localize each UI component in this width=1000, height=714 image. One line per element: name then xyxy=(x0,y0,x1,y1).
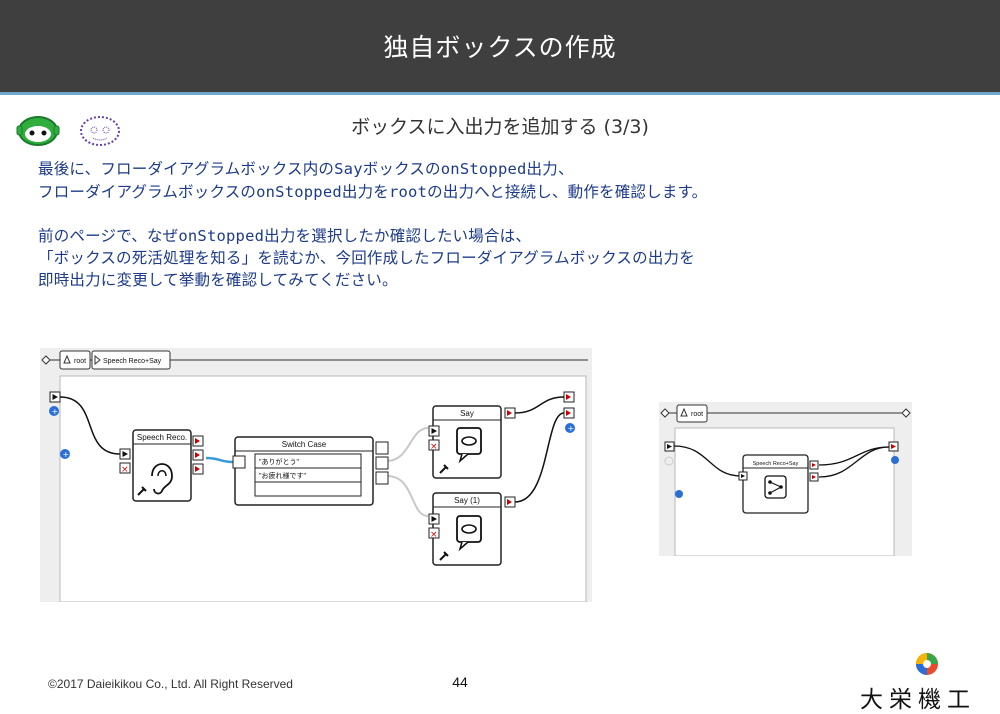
case-label: "お疲れ様です" xyxy=(259,471,306,480)
speech-bubble-icon xyxy=(456,515,482,543)
breadcrumb-speech-reco-say[interactable] xyxy=(91,350,171,370)
node-title: Say (1) xyxy=(454,496,480,505)
speech-reco-say-node[interactable]: Speech Reco+Say xyxy=(738,454,819,514)
breadcrumb-root[interactable] xyxy=(59,350,91,370)
title-bar xyxy=(0,0,1000,95)
slide-subtitle: ボックスに入出力を追加する (3/3) xyxy=(351,116,649,138)
case-item[interactable] xyxy=(254,481,362,497)
add-input-icon[interactable] xyxy=(675,490,683,498)
add-output-icon[interactable] xyxy=(565,423,575,433)
say-node[interactable]: Say × xyxy=(428,405,516,479)
node-title: Speech Reco. xyxy=(137,433,187,442)
svg-text:+: + xyxy=(52,407,59,416)
breadcrumb-label: Speech Reco+Say xyxy=(103,358,162,365)
breadcrumb-label: root xyxy=(691,411,703,418)
svg-text:×: × xyxy=(430,530,438,540)
svg-text:+: + xyxy=(63,450,70,459)
switch-case-node[interactable]: Switch Case "ありがとう" "お疲れ様です" xyxy=(232,436,389,506)
robot-icons xyxy=(16,116,120,146)
right-flow-diagram[interactable]: root Speech Reco+Say xyxy=(659,402,912,556)
green-robot-icon xyxy=(16,116,60,146)
footer-copyright: ©2017 Daieikikou Co., Ltd. All Right Res… xyxy=(48,677,293,691)
svg-text:×: × xyxy=(430,442,438,452)
speech-reco-node[interactable]: Speech Reco. × xyxy=(119,429,204,502)
case-label: "ありがとう" xyxy=(259,457,299,466)
dotted-robot-icon xyxy=(80,116,120,146)
speech-bubble-icon xyxy=(456,427,482,455)
body-line: 即時出力に変更して挙動を確認してみてください。 xyxy=(38,271,398,289)
add-input-icon[interactable] xyxy=(49,406,59,416)
wrench-icon xyxy=(439,464,449,474)
node-title: Speech Reco+Say xyxy=(753,461,799,467)
body-line: 前のページで、なぜonStopped出力を選択したか確認したい場合は、 xyxy=(38,227,532,245)
flow-diagram-icon xyxy=(764,475,787,499)
add-input-icon[interactable] xyxy=(664,456,674,466)
body-line: 「ボックスの死活処理を知る」を読むか、今回作成したフローダイアグラムボックスの出… xyxy=(38,249,695,267)
slide-title: 独自ボックスの作成 xyxy=(383,33,617,62)
home-icon xyxy=(63,354,71,364)
svg-text:+: + xyxy=(568,424,575,433)
company-logo-icon xyxy=(916,653,938,675)
wrench-icon xyxy=(439,551,449,561)
left-flow-diagram[interactable]: root Speech Reco+Say + + + Speech Reco. … xyxy=(40,348,592,602)
node-title: Switch Case xyxy=(282,440,327,449)
svg-text:×: × xyxy=(121,465,129,475)
node-title: Say xyxy=(460,409,474,418)
company-logo-text: 大栄機工 xyxy=(860,687,976,713)
say-1-node[interactable]: Say (1) × xyxy=(428,492,516,566)
page-number: 44 xyxy=(452,674,468,690)
wrench-icon xyxy=(137,486,147,496)
body-line: 最後に、フローダイアグラムボックス内のSayボックスのonStopped出力、 xyxy=(38,160,574,178)
body-line: フローダイアグラムボックスのonStopped出力をrootの出力へと接続し、動… xyxy=(38,183,708,201)
add-output-icon[interactable] xyxy=(891,456,899,464)
ear-icon xyxy=(151,463,173,495)
breadcrumb-label: root xyxy=(74,358,86,365)
home-icon xyxy=(680,407,688,417)
add-input-icon[interactable] xyxy=(60,449,70,459)
flow-icon xyxy=(94,354,101,366)
